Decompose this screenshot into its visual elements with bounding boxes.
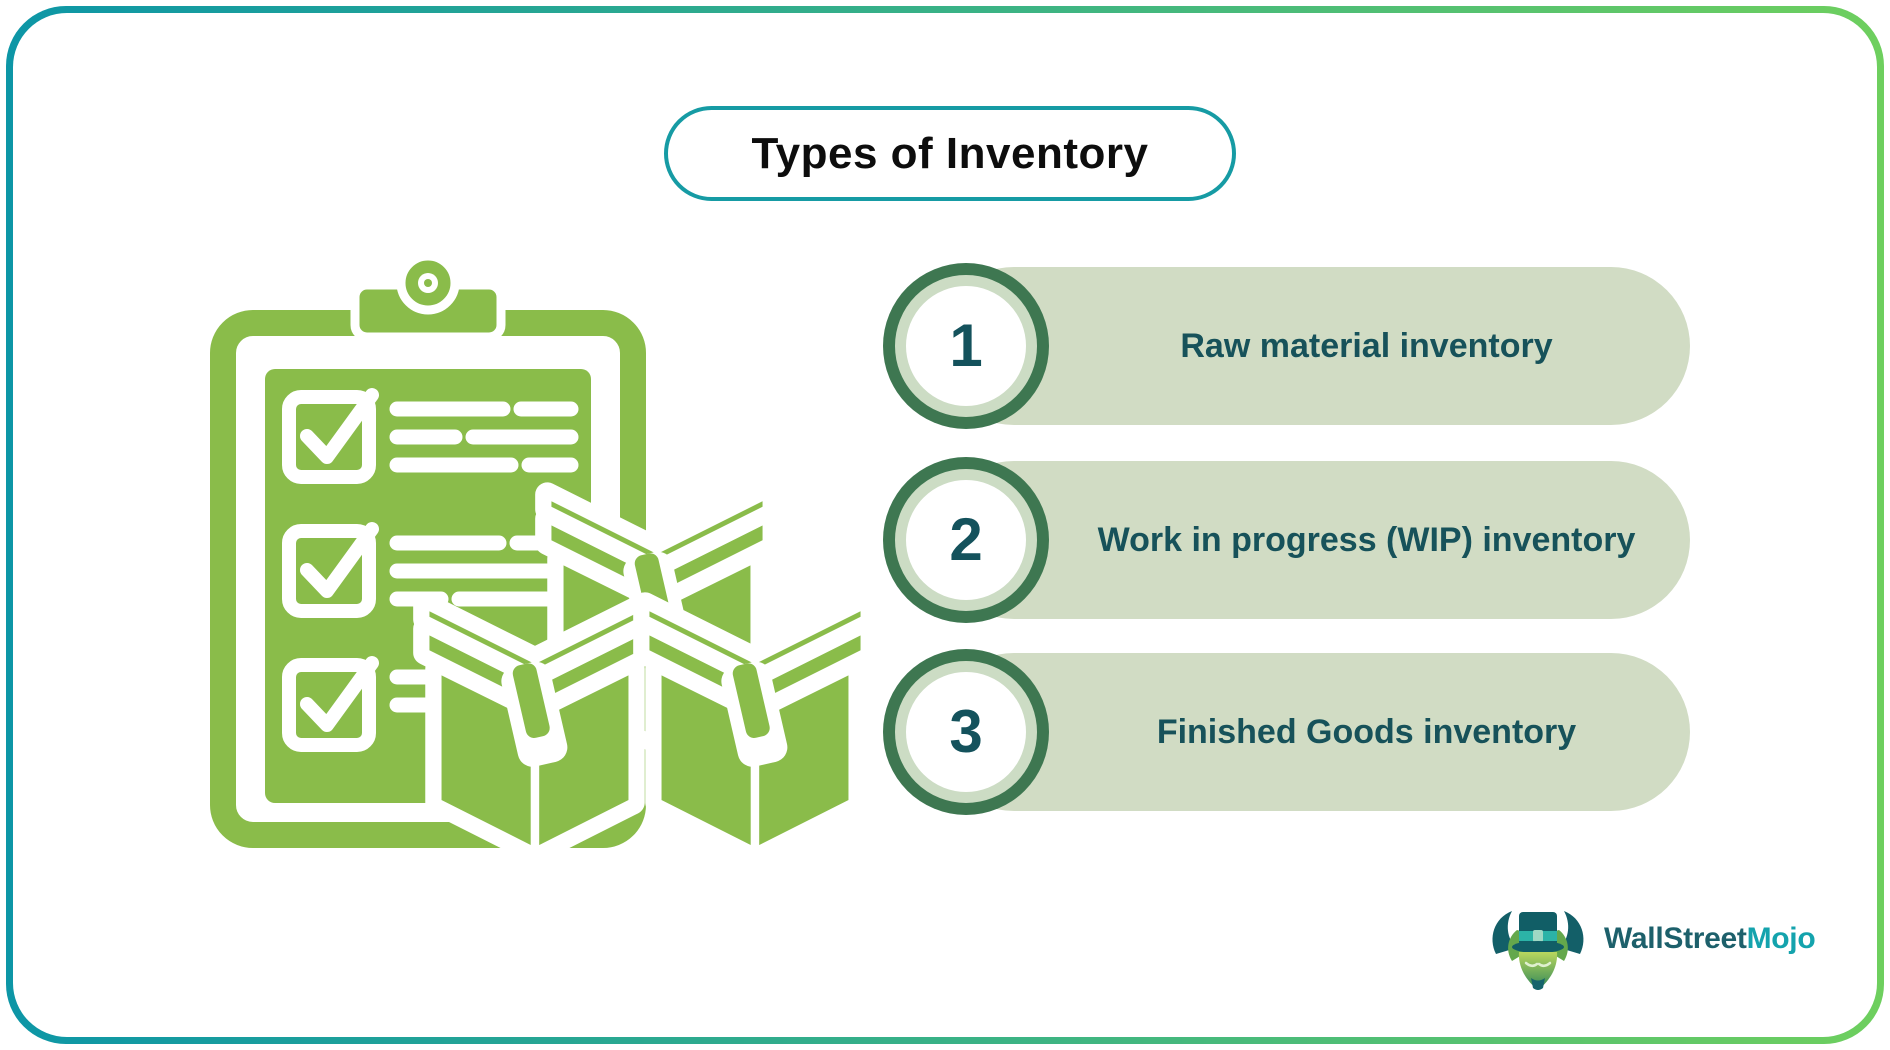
item-pill xyxy=(935,653,1690,811)
list-item: 1 Raw material inventory xyxy=(883,263,1690,429)
bull-mascot-icon xyxy=(1492,911,1584,990)
item-label: Work in progress (WIP) inventory xyxy=(1097,520,1636,559)
clipboard-checklist-icon xyxy=(210,251,865,875)
item-number: 3 xyxy=(949,698,983,765)
logo-text-wallstreet: WallStreet xyxy=(1604,922,1747,955)
page-title: Types of Inventory xyxy=(751,128,1149,178)
item-label: Raw material inventory xyxy=(1180,326,1553,365)
number-badge: 1 xyxy=(883,263,1049,429)
list-item: 2 Work in progress (WIP) inventory xyxy=(883,457,1690,623)
item-pill xyxy=(935,267,1690,425)
logo-text-mojo: Mojo xyxy=(1746,922,1816,955)
list-item: 3 Finished Goods inventory xyxy=(883,649,1690,815)
item-number: 2 xyxy=(949,506,983,573)
item-number: 1 xyxy=(949,312,983,379)
title-pill: Types of Inventory xyxy=(664,106,1236,201)
number-badge: 3 xyxy=(883,649,1049,815)
item-label: Finished Goods inventory xyxy=(1156,712,1577,751)
number-badge: 2 xyxy=(883,457,1049,623)
item-pill xyxy=(935,461,1690,619)
